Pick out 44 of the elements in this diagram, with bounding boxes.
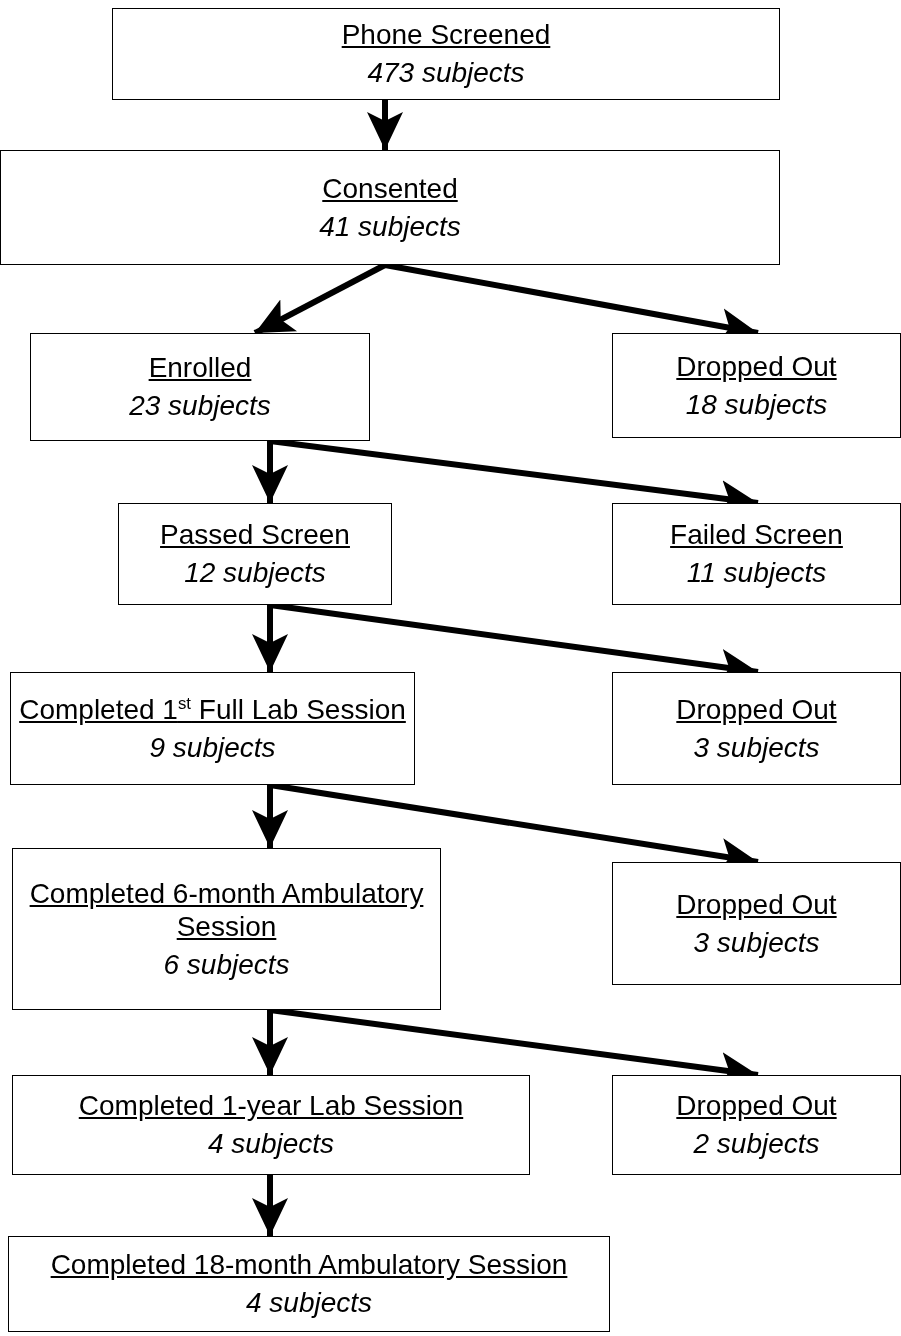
process-box <box>10 672 415 785</box>
subject-count: 3 subjects <box>693 925 820 960</box>
arrow <box>252 1010 288 1075</box>
subject-count: 41 subjects <box>319 209 461 244</box>
process-box <box>612 333 901 438</box>
subject-count: 2 subjects <box>693 1127 820 1161</box>
process-box <box>12 848 441 1010</box>
box-heading: Enrolled <box>148 351 252 385</box>
box-heading: Phone Screened <box>341 18 551 52</box>
process-box <box>12 1075 530 1175</box>
box-heading: Completed 6-month Ambulatory Session <box>28 876 425 944</box>
process-box <box>8 1236 610 1332</box>
subject-count: 23 subjects <box>129 389 271 423</box>
process-box <box>30 333 370 441</box>
box-heading: Consented <box>322 171 458 206</box>
box-heading: Completed 1$^{st}$ Full Lab Session <box>19 692 406 727</box>
process-box <box>612 862 901 985</box>
process-box <box>612 1075 901 1175</box>
arrow <box>252 441 288 503</box>
process-box <box>112 8 780 100</box>
process-box <box>612 503 901 605</box>
subject-count: 6 subjects <box>163 947 290 982</box>
box-heading: Dropped Out <box>676 1089 837 1123</box>
box-heading: Completed 18-month Ambulatory Session <box>50 1248 568 1282</box>
subject-count: 12 subjects <box>184 556 326 590</box>
box-heading: Dropped Out <box>676 692 837 727</box>
subject-count: 473 subjects <box>367 56 525 90</box>
box-heading: Completed 1-year Lab Session <box>78 1089 464 1123</box>
process-box <box>612 672 901 785</box>
box-heading: Passed Screen <box>160 518 350 552</box>
arrow <box>252 605 288 672</box>
arrow <box>252 785 288 848</box>
arrow <box>367 100 403 150</box>
subject-count: 18 subjects <box>685 387 828 422</box>
subject-count: 4 subjects <box>245 1286 373 1320</box>
process-box <box>118 503 392 605</box>
box-heading: Dropped Out <box>676 887 837 922</box>
box-heading: Failed Screen <box>670 518 843 552</box>
box-heading: Dropped Out <box>676 349 837 384</box>
subject-count: 11 subjects <box>686 556 827 590</box>
arrow <box>252 1175 288 1236</box>
subject-count: 4 subjects <box>207 1127 335 1161</box>
subject-count: 3 subjects <box>693 730 820 765</box>
process-box <box>0 150 780 265</box>
